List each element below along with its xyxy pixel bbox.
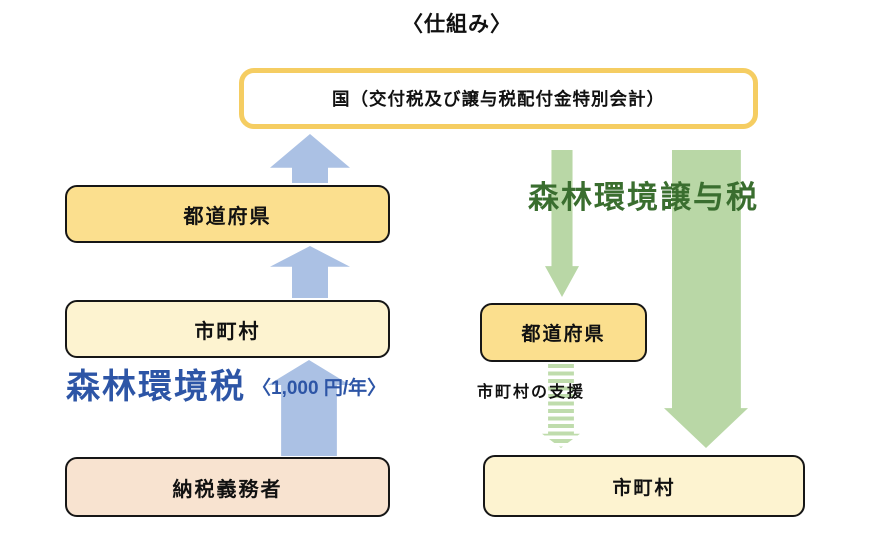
prefecture-right-label: 都道府県: [521, 324, 606, 345]
national-box: 国（交付税及び譲与税配付金特別会計）: [239, 68, 758, 129]
municipality-right-label: 市町村: [612, 477, 676, 499]
forest-environment-transfer-tax-label: 森林環境譲与税: [528, 180, 759, 215]
municipality-right-box: 市町村: [483, 455, 805, 517]
forest-environment-tax-text: 森林環境税: [66, 368, 246, 406]
tax-amount-text: 〈1,000 円/年〉: [252, 378, 387, 399]
diagram-title: 〈仕組み〉: [402, 13, 512, 36]
dashed-down-arrow-prefecture-support-icon: [542, 364, 580, 448]
up-arrow-municipality-to-prefecture-icon: [270, 246, 350, 298]
forest-environment-tax-label: 森林環境税〈1,000 円/年〉: [66, 368, 387, 406]
municipality-left-box: 市町村: [65, 300, 390, 358]
prefecture-left-box: 都道府県: [65, 185, 390, 243]
taxpayer-label: 納税義務者: [172, 478, 283, 501]
prefecture-right-box: 都道府県: [480, 303, 647, 362]
down-arrow-national-to-municipality-icon: [664, 150, 748, 448]
prefecture-left-label: 都道府県: [183, 205, 272, 228]
taxpayer-box: 納税義務者: [65, 457, 390, 517]
municipality-left-label: 市町村: [194, 320, 261, 343]
municipality-support-label: 市町村の支援: [477, 384, 586, 401]
up-arrow-prefecture-to-national-icon: [270, 134, 350, 183]
national-label: 国（交付税及び譲与税配付金特別会計）: [332, 89, 665, 109]
